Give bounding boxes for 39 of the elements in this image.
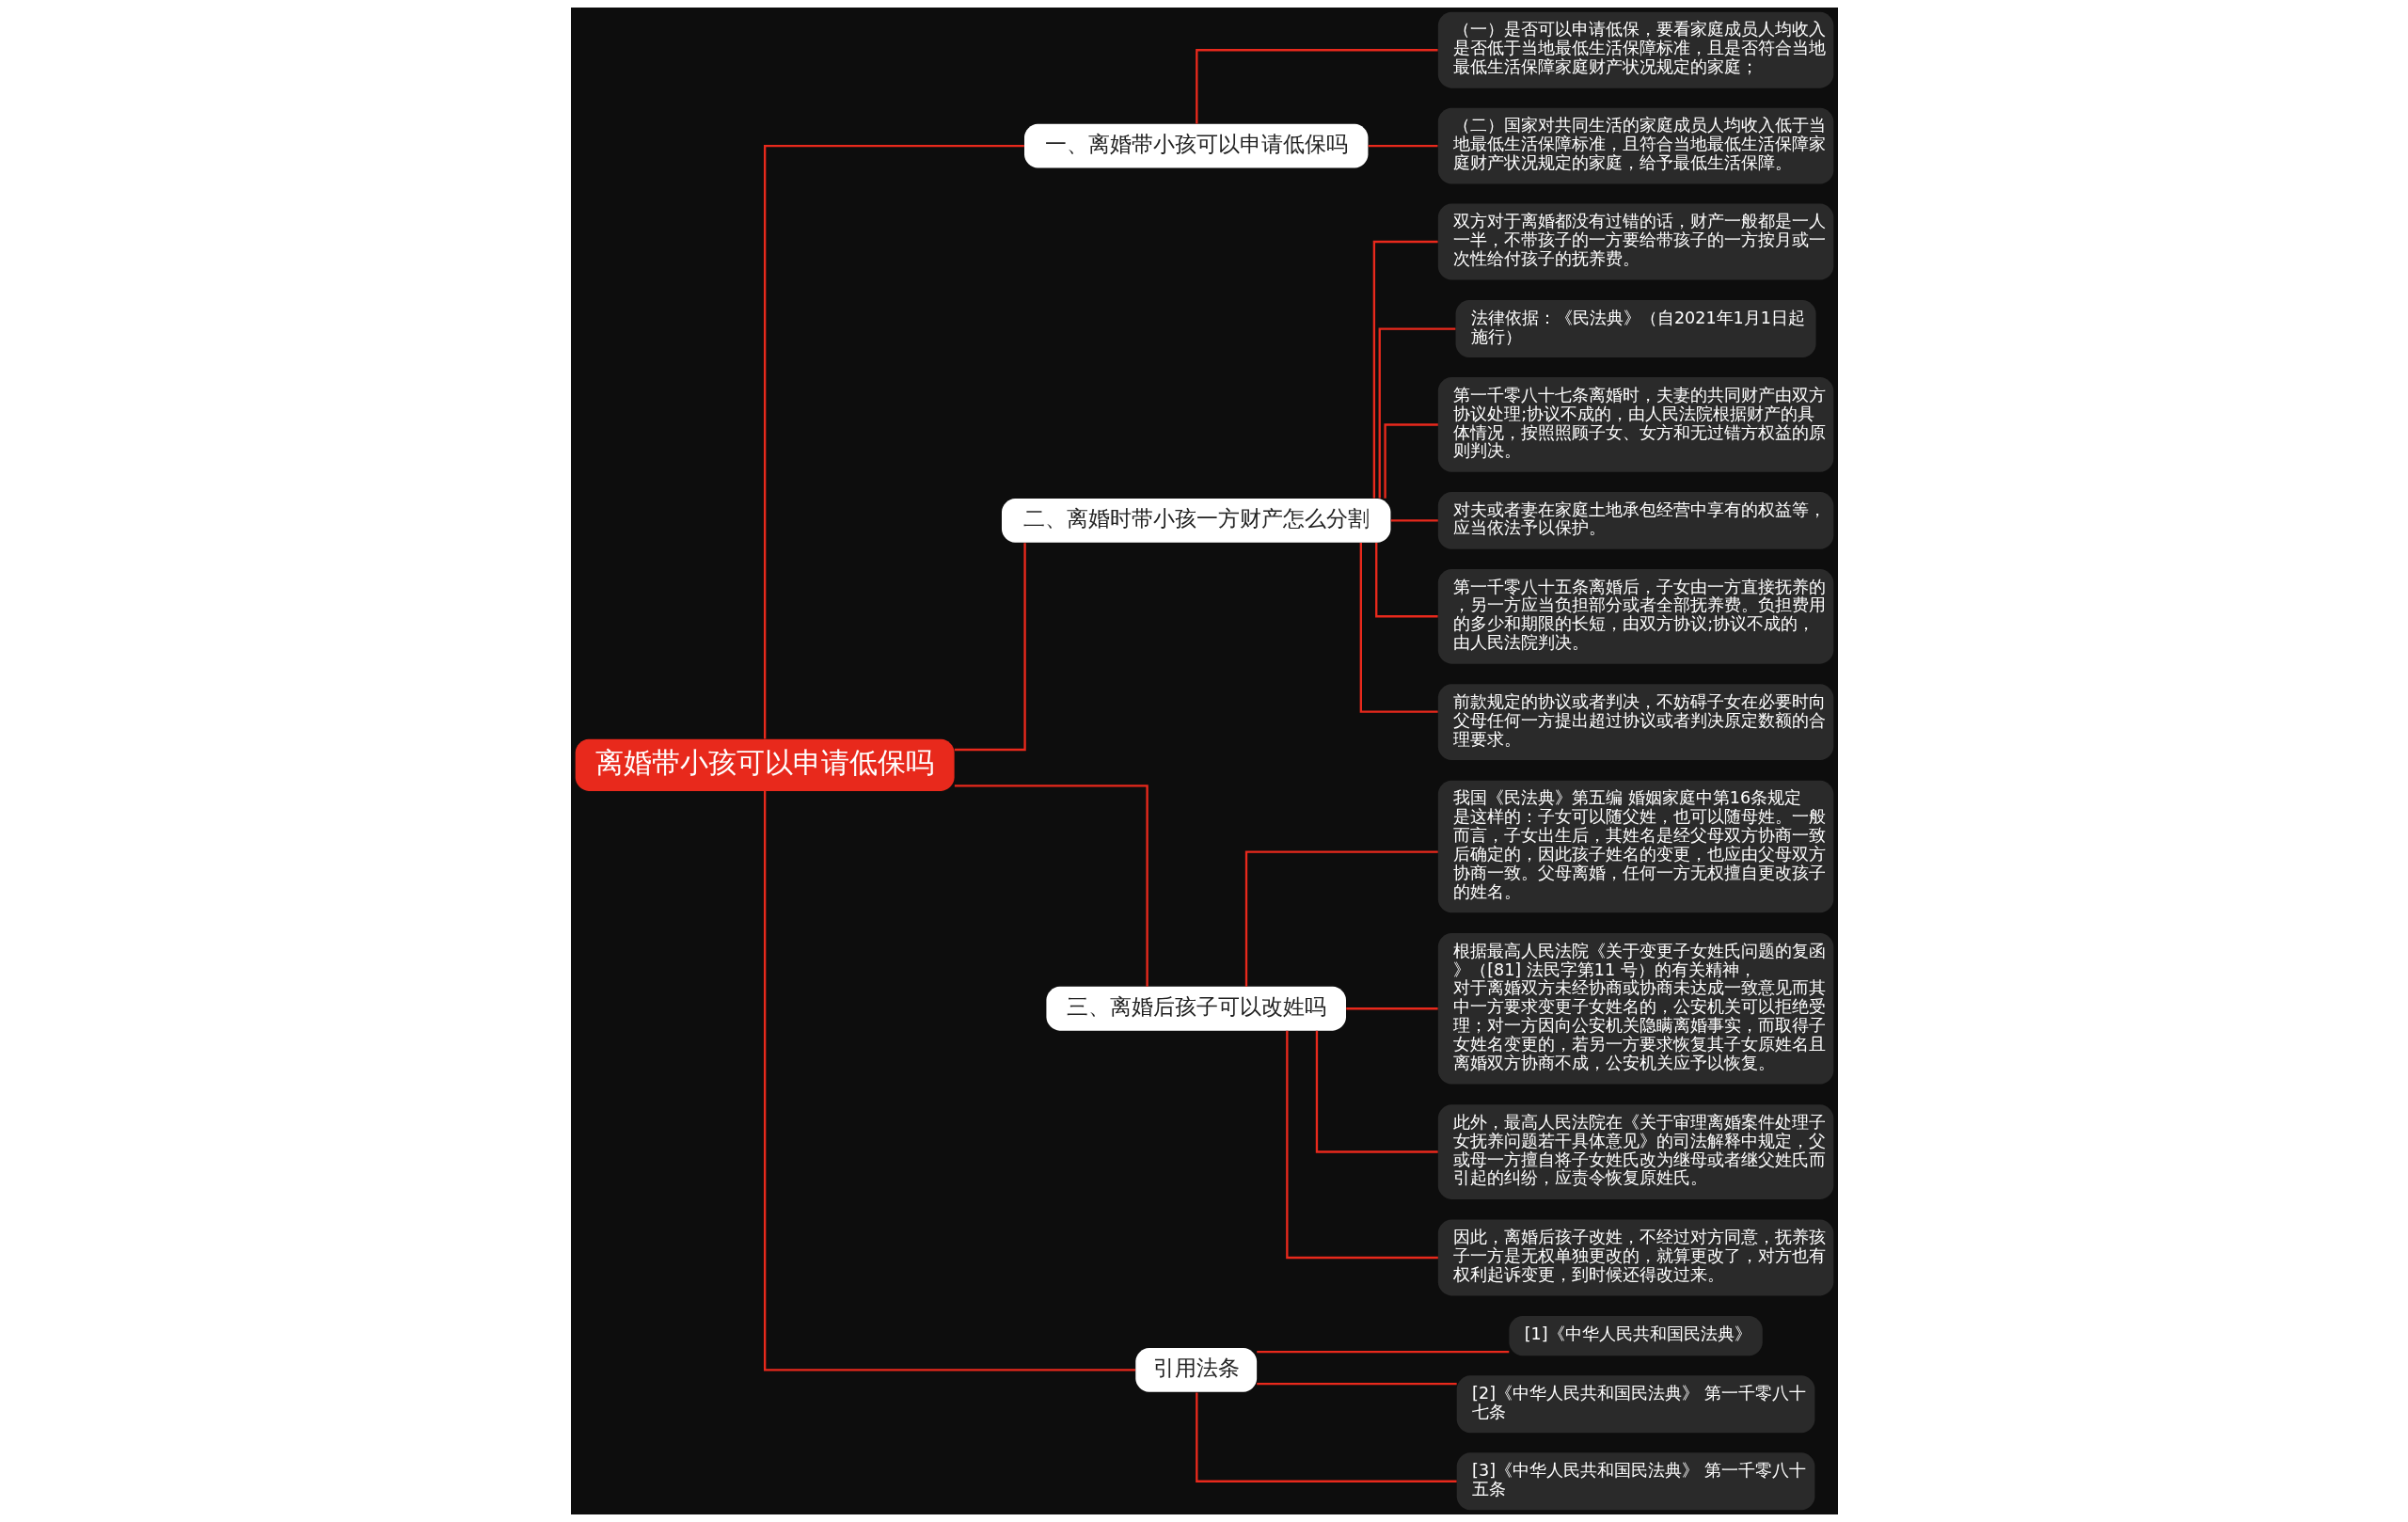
- connector: [763, 144, 1024, 739]
- connector: [1315, 1030, 1438, 1153]
- connector: [954, 543, 1026, 752]
- node-box: [1]《中华人民共和国民法典》: [1508, 1316, 1763, 1356]
- node-box: 根据最高人民法院《关于变更子女姓氏问题的复函》（[81] 法民字第11 号）的有关精神，对于离婚双方未经协商或协商未达成一致意见而其中一方要求变更子女姓名的，公安机关可以拒绝受理；对一方因向公安机关隐瞒离婚事实，而取得子女姓名变更的，若另一方要求恢复其子女原姓名且离婚双方协商不成，公安机关应予以恢复。: [1437, 933, 1833, 1085]
- connector: [1359, 543, 1438, 713]
- connector: [1378, 327, 1455, 499]
- node-box: [2]《中华人民共和国民法典》 第一千零八十七条: [1456, 1375, 1814, 1434]
- connector: [1383, 423, 1438, 499]
- node-box: 对夫或者妻在家庭土地承包经营中享有的权益等，应当依法予以保护。: [1437, 491, 1833, 549]
- node-box: 我国《民法典》第五编 婚姻家庭中第16条规定是这样的：子女可以随父姓，也可以随母姓。一般而言，子女出生后，其姓名是经父母双方协商一致后确定的，因此孩子姓名的变更，也应由父母双方协商一致。父母离婚，任何一方无权擅自更改孩子的姓名。: [1437, 780, 1833, 913]
- connector: [1374, 543, 1438, 618]
- connector: [1195, 1392, 1457, 1482]
- connector: [1390, 519, 1438, 522]
- node-box: 三、离婚后孩子可以改姓吗: [1045, 986, 1346, 1031]
- connector: [1256, 1382, 1457, 1386]
- connector: [1372, 240, 1438, 499]
- connector: [1256, 1350, 1509, 1354]
- connector: [763, 791, 1135, 1371]
- connector: [1368, 144, 1437, 148]
- node-box: 离婚带小孩可以申请低保吗: [575, 738, 955, 791]
- node-box: [3]《中华人民共和国民法典》 第一千零八十五条: [1456, 1452, 1814, 1511]
- connector: [1285, 1030, 1438, 1260]
- node-box: （二）国家对共同生活的家庭成员人均收入低于当地最低生活保障标准，且符合当地最低生活保障家庭财产状况规定的家庭，给予最低生活保障。: [1437, 107, 1833, 184]
- connector: [1244, 850, 1438, 987]
- connector: [1195, 49, 1438, 124]
- node-box: 一、离婚带小孩可以申请低保吗: [1023, 123, 1368, 168]
- node-box: （一）是否可以申请低保，要看家庭成员人均收入是否低于当地最低生活保障标准，且是否符合当地最低生活保障家庭财产状况规定的家庭；: [1437, 11, 1833, 88]
- node-box: 第一千零八十五条离婚后，子女由一方直接抚养的，另一方应当负担部分或者全部抚养费。负担费用的多少和期限的长短，由双方协议;协议不成的，由人民法院判决。: [1437, 568, 1833, 664]
- connector: [954, 785, 1149, 987]
- connector: [1345, 1007, 1438, 1010]
- node-box: 引用法条: [1134, 1348, 1257, 1392]
- node-box: 此外，最高人民法院在《关于审理离婚案件处理子女抚养问题若干具体意见》的司法解释中规定，父或母一方擅自将子女姓氏改为继母或者继父姓氏而引起的纠纷，应责令恢复原姓氏。: [1437, 1104, 1833, 1199]
- node-box: 法律依据：《民法典》（自2021年1月1日起施行）: [1455, 300, 1816, 357]
- node-box: 二、离婚时带小孩一方财产怎么分割: [1001, 498, 1390, 543]
- node-box: 前款规定的协议或者判决，不妨碍子女在必要时向父母任何一方提出超过协议或者判决原定数额的合理要求。: [1437, 684, 1833, 761]
- node-box: 因此，离婚后孩子改姓，不经过对方同意，抚养孩子一方是无权单独更改的，就算更改了，对方也有权利起诉变更，到时候还得改过来。: [1437, 1219, 1833, 1296]
- node-box: 双方对于离婚都没有过错的话，财产一般都是一人一半，不带孩子的一方要给带孩子的一方按月或一次性给付孩子的抚养费。: [1437, 203, 1833, 280]
- node-box: 第一千零八十七条离婚时，夫妻的共同财产由双方协议处理;协议不成的，由人民法院根据财产的具体情况，按照照顾子女、女方和无过错方权益的原则判决。: [1437, 377, 1833, 472]
